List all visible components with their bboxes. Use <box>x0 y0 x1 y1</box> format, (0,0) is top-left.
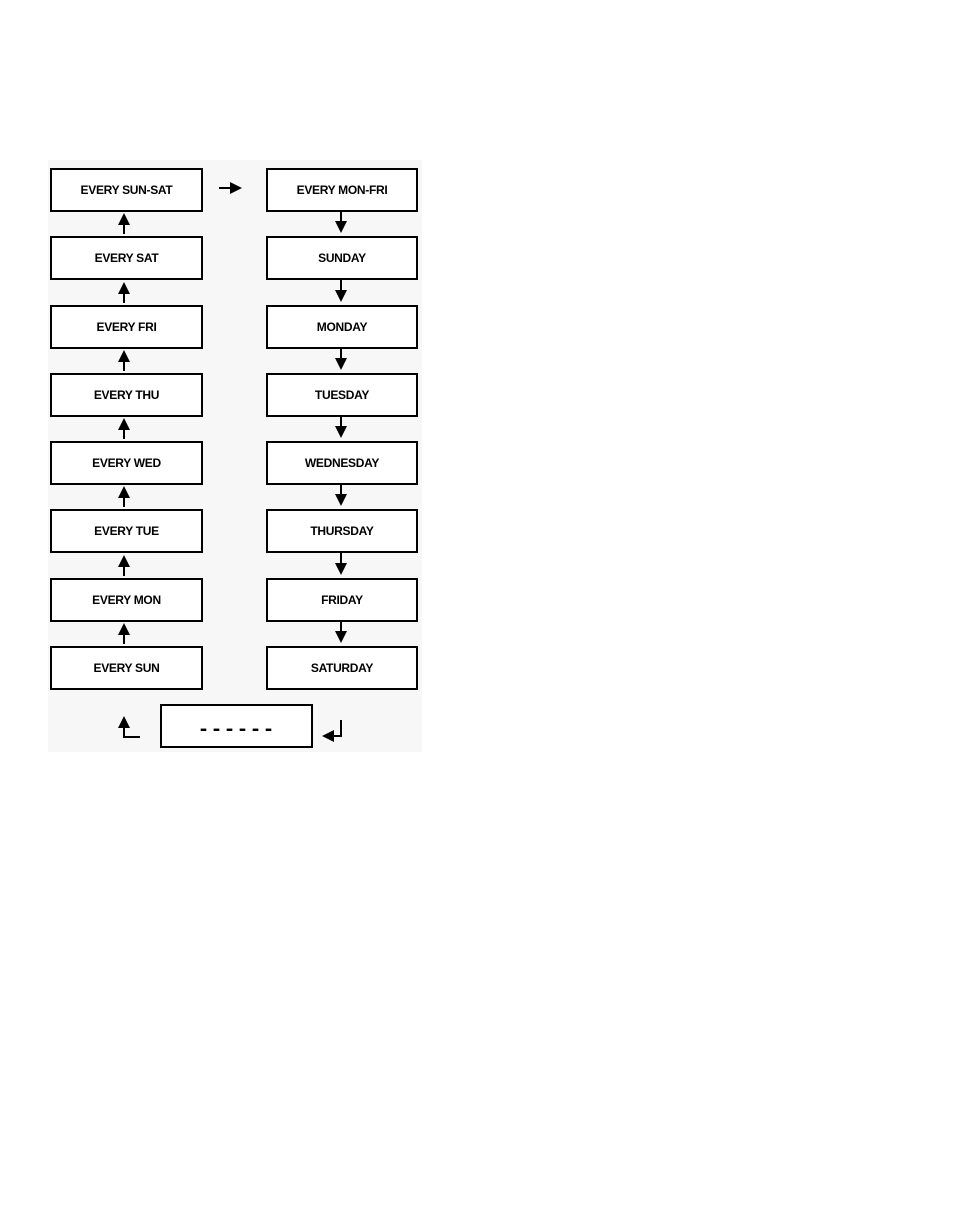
arrow-return-left <box>124 718 140 737</box>
arrow-return-right <box>324 720 341 736</box>
